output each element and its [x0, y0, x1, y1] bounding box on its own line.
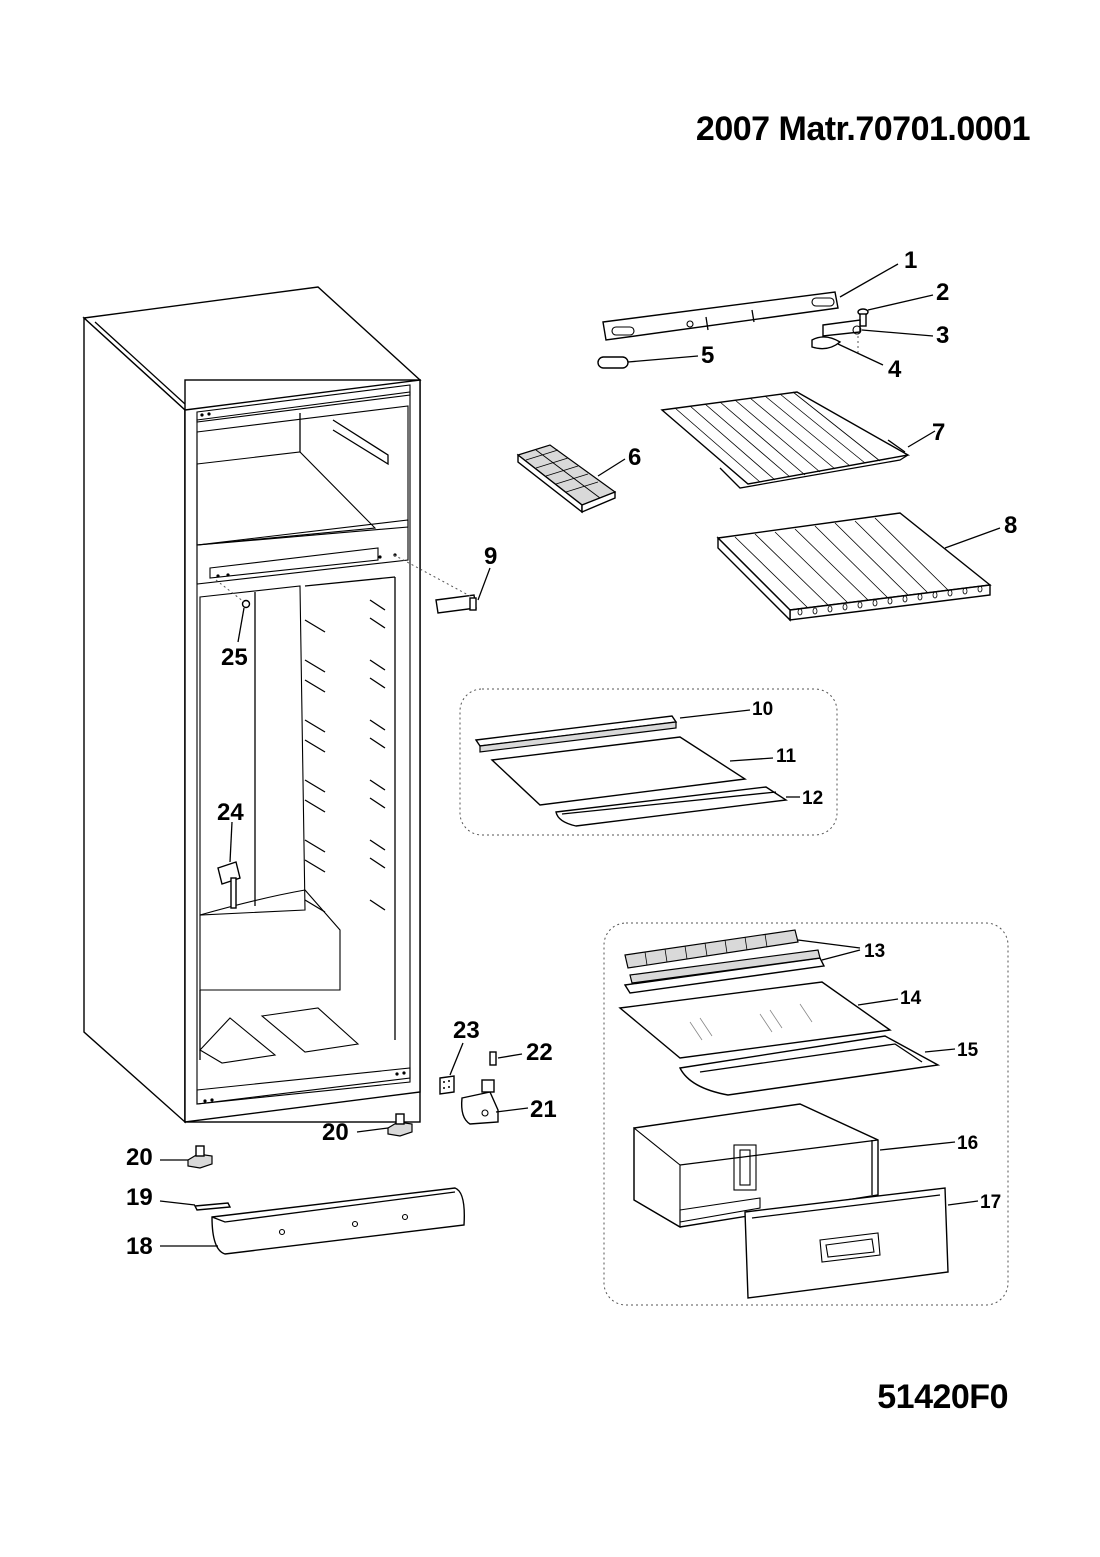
diagram-code: 51420F0 — [877, 1378, 1008, 1416]
hinge-screw — [857, 308, 869, 327]
callout-19: 19 — [126, 1184, 153, 1211]
crisper-front — [744, 1187, 949, 1299]
callout-11: 11 — [776, 746, 797, 767]
hinge-bushing — [811, 336, 842, 350]
top-hinge — [822, 319, 862, 337]
crisper-drawer — [633, 1103, 879, 1228]
callout-18: 18 — [126, 1233, 153, 1260]
callout-3: 3 — [936, 322, 949, 349]
kickplate-clip — [193, 1202, 232, 1211]
top-hinge-cover — [602, 291, 839, 341]
callout-2: 2 — [936, 279, 949, 306]
shelf-rear-trim — [474, 715, 678, 753]
kickplate — [211, 1187, 465, 1255]
callout-21: 21 — [530, 1096, 557, 1123]
thermostat-knob — [217, 861, 241, 909]
callout-4: 4 — [888, 356, 902, 383]
hinge-cap — [597, 356, 629, 369]
shelf-rails — [304, 599, 386, 913]
callout-20-left: 20 — [126, 1144, 153, 1171]
middle-hinge — [393, 554, 477, 614]
callout-16: 16 — [957, 1133, 978, 1154]
bottom-hinge — [460, 1079, 499, 1125]
callout-25: 25 — [221, 644, 248, 671]
callout-6: 6 — [628, 444, 641, 471]
callout-23: 23 — [453, 1017, 480, 1044]
callout-14: 14 — [900, 988, 922, 1009]
callout-12: 12 — [802, 788, 823, 809]
crisper-glass-cover — [618, 981, 892, 1059]
callout-1: 1 — [904, 247, 917, 274]
callout-13: 13 — [864, 941, 885, 962]
adjustable-foot-left — [187, 1145, 213, 1169]
crisper-cover-trim — [678, 1035, 941, 1096]
crisper-rear-trim — [623, 929, 826, 994]
callout-20-right: 20 — [322, 1119, 349, 1146]
shelf-group-outline — [459, 688, 838, 836]
callout-15: 15 — [957, 1040, 979, 1061]
model-title: 2007 Matr.70701.0001 — [695, 110, 1031, 148]
callout-8: 8 — [1004, 512, 1017, 539]
hinge-pin — [489, 1051, 497, 1066]
shelf-front-trim — [555, 786, 788, 827]
glass-shelf — [490, 736, 747, 806]
callout-9: 9 — [484, 543, 497, 570]
fridge-cabinet — [82, 286, 422, 1124]
ice-tray — [516, 444, 617, 514]
freezer-wire-shelf — [660, 391, 911, 489]
hinge-spacer — [439, 1075, 455, 1095]
callout-10: 10 — [752, 699, 773, 720]
door-stop-pin — [215, 579, 251, 609]
crisper-group-outline — [603, 922, 1009, 1306]
fresh-food-shelf — [716, 512, 992, 622]
callout-17: 17 — [980, 1192, 1001, 1213]
callout-22: 22 — [526, 1039, 553, 1066]
callout-24: 24 — [217, 799, 244, 826]
callout-5: 5 — [701, 342, 714, 369]
adjustable-foot-right — [387, 1113, 413, 1137]
callout-7: 7 — [932, 419, 945, 446]
